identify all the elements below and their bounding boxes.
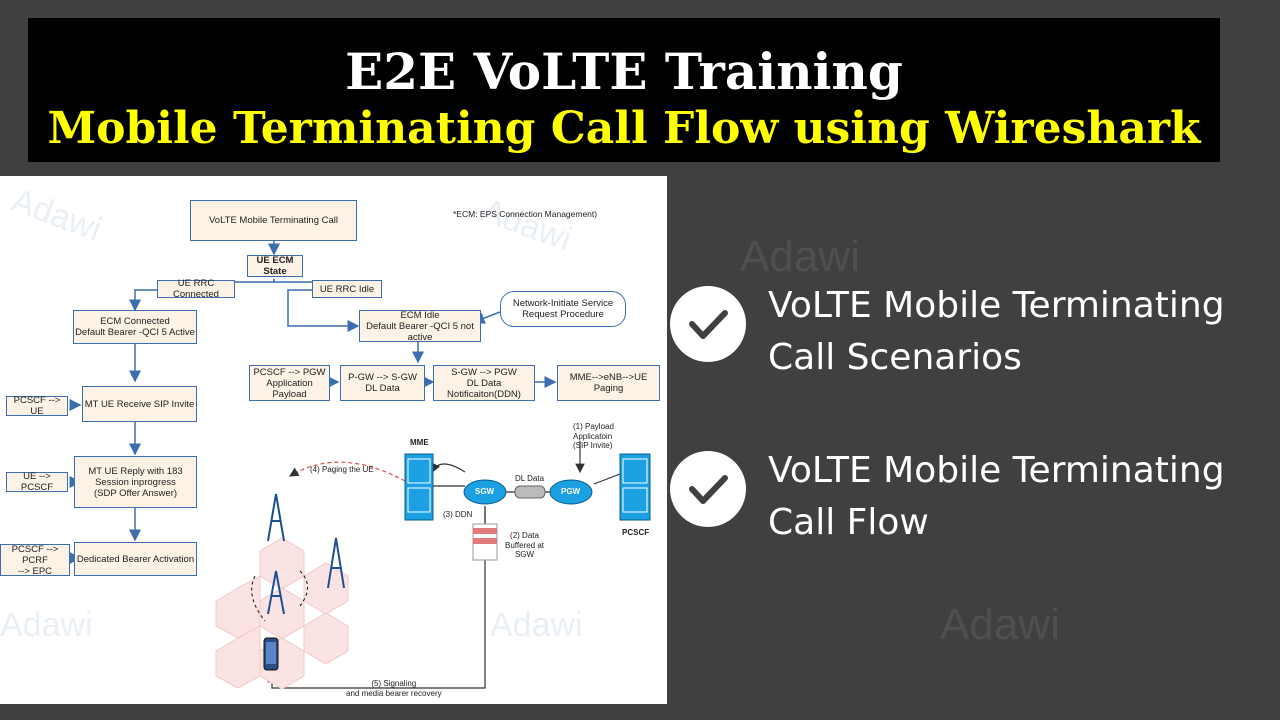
idle-step-box: MME-->eNB-->UE Paging bbox=[557, 365, 660, 401]
ecm-connected-box: ECM Connected Default Bearer -QCI 5 Acti… bbox=[73, 310, 197, 344]
step3-label: (3) DDN bbox=[443, 510, 473, 519]
diagram-connectors bbox=[69, 240, 651, 690]
ecm-idle-box: ECM Idle Default Bearer -QCI 5 not activ… bbox=[359, 310, 481, 343]
connected-step-box: MT UE Reply with 183 Session inprogress … bbox=[74, 456, 197, 508]
pgw-label: PGW bbox=[561, 487, 581, 496]
ue-ecm-state-box: UE ECM State bbox=[247, 255, 303, 277]
mme-label: MME bbox=[410, 438, 429, 447]
watermark: Adawi bbox=[0, 606, 93, 644]
watermark: Adawi bbox=[740, 232, 860, 281]
bullet-item: VoLTE Mobile Terminating Call Scenarios bbox=[670, 280, 1270, 378]
title-bar: E2E VoLTE Training Mobile Terminating Ca… bbox=[28, 18, 1220, 162]
check-icon bbox=[670, 286, 746, 362]
side-label-box: PCSCF --> UE bbox=[6, 395, 68, 417]
bullet-text: VoLTE Mobile Terminating Call Scenarios bbox=[768, 285, 1225, 378]
watermark: Adawi bbox=[490, 606, 583, 644]
side-label-box: PCSCF --> PCRF --> EPC bbox=[0, 544, 70, 577]
step1-label: (1) Payload Applicatoin (SIP Invite) bbox=[573, 422, 614, 450]
pcscf-label: PCSCF bbox=[622, 528, 650, 537]
connected-step-box: Dedicated Bearer Activation bbox=[74, 542, 197, 576]
dl-data-label: DL Data bbox=[515, 474, 545, 483]
side-label-box: UE --> PCSCF bbox=[6, 471, 68, 493]
sgw-label: SGW bbox=[475, 487, 495, 496]
call-flow-diagram: Adawi Adawi Adawi Adawi bbox=[0, 176, 667, 704]
rrc-idle-box: UE RRC Idle bbox=[312, 280, 382, 298]
slide-title: E2E VoLTE Training bbox=[345, 42, 903, 101]
idle-step-box: S-GW --> PGW DL Data Notificaiton(DDN) bbox=[433, 365, 535, 401]
idle-step-box: P-GW --> S-GW DL Data bbox=[340, 365, 425, 401]
step2-label: (2) Data Buffered at SGW bbox=[505, 531, 544, 559]
connected-step-box: MT UE Receive SIP Invite bbox=[82, 386, 197, 422]
idle-step-box: PCSCF --> PGW Application Payload bbox=[249, 365, 330, 401]
check-icon bbox=[670, 451, 746, 527]
rrc-connected-box: UE RRC Connected bbox=[157, 278, 235, 300]
step5-label: (5) Signaling and media bearer recovery bbox=[346, 679, 442, 698]
network-initiate-box: Network-Initiate Service Request Procedu… bbox=[500, 291, 626, 327]
root-box: VoLTE Mobile Terminating Call bbox=[190, 200, 357, 241]
bullet-item: VoLTE Mobile Terminating Call Flow bbox=[670, 445, 1270, 543]
ecm-note: *ECM: EPS Connection Management) bbox=[453, 209, 598, 219]
step4-label: (4) Paging the UE bbox=[310, 465, 374, 474]
watermark: Adawi bbox=[940, 600, 1060, 649]
bullet-text: VoLTE Mobile Terminating Call Flow bbox=[768, 450, 1225, 543]
slide-subtitle: Mobile Terminating Call Flow using Wires… bbox=[47, 103, 1201, 154]
